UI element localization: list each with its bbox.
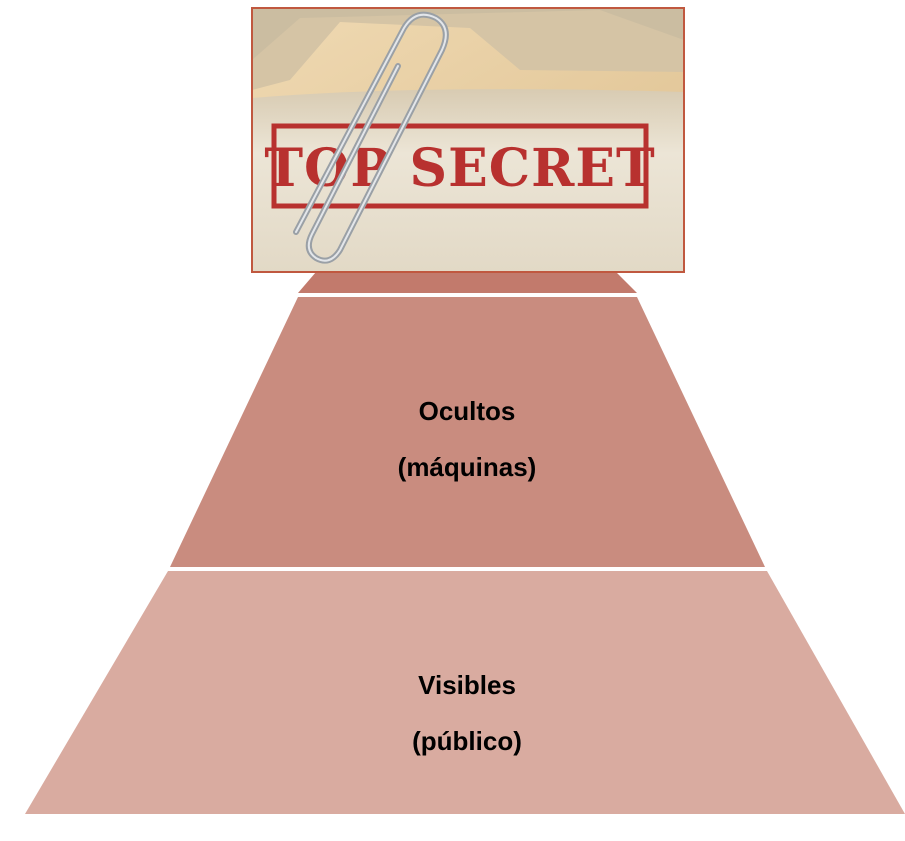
pyramid-tier-middle xyxy=(170,297,765,567)
bottom-tier-title: Visibles xyxy=(418,670,516,700)
pyramid-tier-top xyxy=(298,272,637,293)
pyramid-tier-bottom xyxy=(25,571,905,814)
stamp-frame xyxy=(271,123,649,209)
image-border xyxy=(251,7,685,273)
bottom-tier-subtitle: (público) xyxy=(412,726,522,756)
middle-tier-subtitle: (máquinas) xyxy=(398,452,537,482)
stamp-text: TOP SECRET xyxy=(264,138,655,199)
top-secret-folder-icon: TOP SECRET xyxy=(251,7,685,273)
middle-tier-title: Ocultos xyxy=(419,396,516,426)
